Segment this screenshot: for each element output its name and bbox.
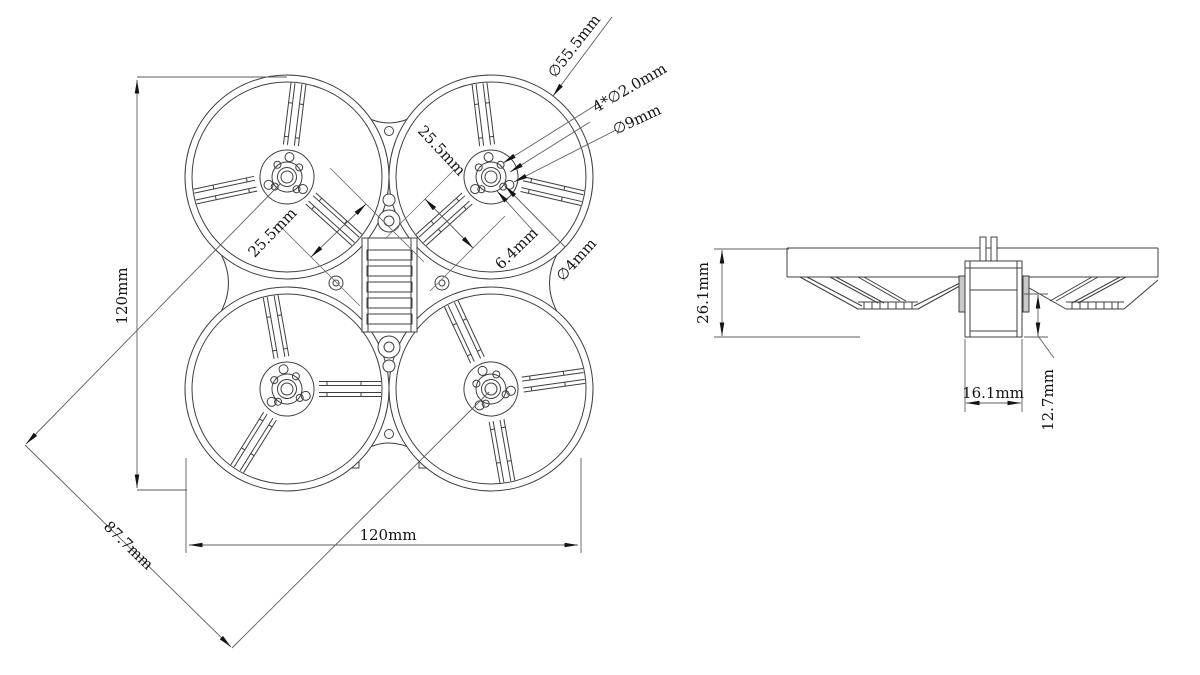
center-frame xyxy=(328,126,450,439)
dim-label-hub-boss-diameter: ∅9mm xyxy=(610,101,664,139)
dim-label-duct-diameter: ∅55.5mm xyxy=(544,11,604,81)
side-view-body xyxy=(786,236,1159,338)
dim-label-side-height: 26.1mm xyxy=(694,262,712,324)
dim-label-width-overall: 120mm xyxy=(359,526,416,544)
dim-label-diagonal: 87.7mm xyxy=(100,517,157,573)
top-view-dimensions xyxy=(24,16,617,649)
top-view: 120mm 120mm 87.7mm ∅55.5mm 4*∅2.0mm ∅9mm… xyxy=(24,11,670,649)
dim-label-height-overall: 120mm xyxy=(113,267,131,324)
side-view: 26.1mm 16.1mm 12.7mm xyxy=(694,236,1159,431)
dim-label-pod-depth: 12.7mm xyxy=(1039,369,1057,431)
dim-label-pod-width: 16.1mm xyxy=(962,384,1024,402)
side-view-dimensions xyxy=(714,248,1055,412)
side-view-labels: 26.1mm 16.1mm 12.7mm xyxy=(694,262,1057,431)
